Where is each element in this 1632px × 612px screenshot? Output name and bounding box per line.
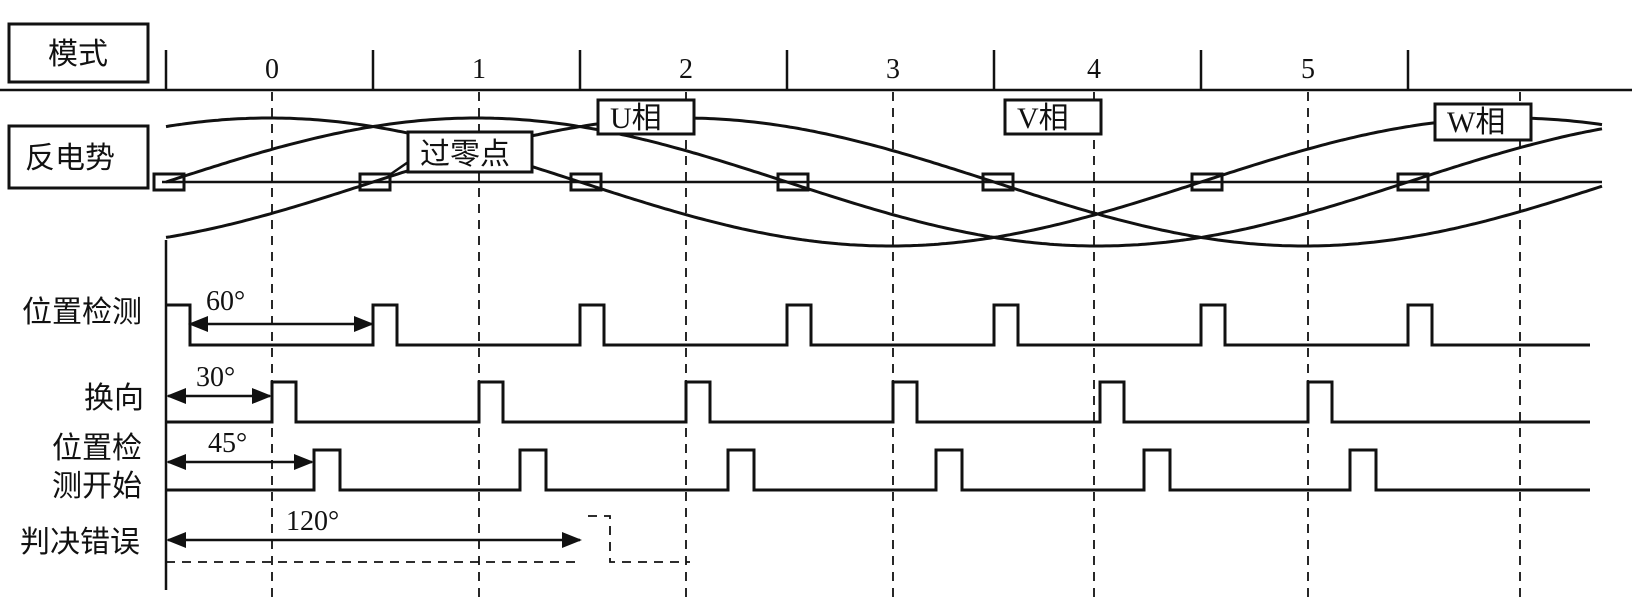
mode-boundaries xyxy=(164,50,1410,590)
mode-label-box xyxy=(7,22,150,84)
phase-v-label: V相 xyxy=(1017,102,1069,135)
decision-error-waveform xyxy=(166,515,690,563)
mode-number: 4 xyxy=(1087,54,1101,85)
zero-cross-marker xyxy=(569,172,603,192)
mode-number: 2 xyxy=(679,54,693,85)
zero-cross-marker xyxy=(776,172,810,192)
detect-start-label-line1: 位置检 xyxy=(52,432,142,465)
detect-start-label-line2: 测开始 xyxy=(52,470,142,503)
mode-number: 3 xyxy=(886,54,900,85)
phase-w-label: W相 xyxy=(1447,106,1505,139)
decision-error-label: 判决错误 xyxy=(20,526,140,559)
zero-cross-label: 过零点 xyxy=(420,138,510,171)
mode-number: 5 xyxy=(1301,54,1315,85)
angle-120-label: 120° xyxy=(286,506,339,537)
zero-cross-callout-box xyxy=(406,130,534,174)
mode-center-dashes xyxy=(271,92,1521,600)
emf-curve-u xyxy=(165,116,1603,248)
zero-cross-markers xyxy=(152,172,1430,192)
phase-u-label: U相 xyxy=(610,102,662,135)
angle-60-label: 60° xyxy=(206,286,245,317)
phase-v-box xyxy=(1003,98,1103,136)
back-emf-label-box xyxy=(7,124,150,190)
mode-label: 模式 xyxy=(48,38,108,71)
position-detect-waveform xyxy=(166,303,1590,347)
detect-start-waveform xyxy=(166,448,1590,492)
mode-numbers: 0 1 2 3 4 5 xyxy=(265,54,1315,85)
commutation-label: 换向 xyxy=(84,382,144,415)
zero-cross-marker xyxy=(358,172,392,192)
commutation-waveform xyxy=(166,380,1590,424)
phase-w-box xyxy=(1433,102,1533,142)
position-detect-label: 位置检测 xyxy=(22,296,142,329)
zero-cross-marker xyxy=(1190,172,1224,192)
back-emf-label: 反电势 xyxy=(25,142,115,175)
emf-curve-w xyxy=(165,116,1603,248)
mode-number: 1 xyxy=(472,54,486,85)
zero-cross-marker xyxy=(152,172,186,192)
angle-30-label: 30° xyxy=(196,362,235,393)
mode-number: 0 xyxy=(265,54,279,85)
angle-45-label: 45° xyxy=(208,428,247,459)
phase-u-box xyxy=(596,98,696,136)
zero-cross-marker xyxy=(981,172,1015,192)
zero-cross-marker xyxy=(1396,172,1430,192)
emf-curve-v xyxy=(165,116,1603,248)
